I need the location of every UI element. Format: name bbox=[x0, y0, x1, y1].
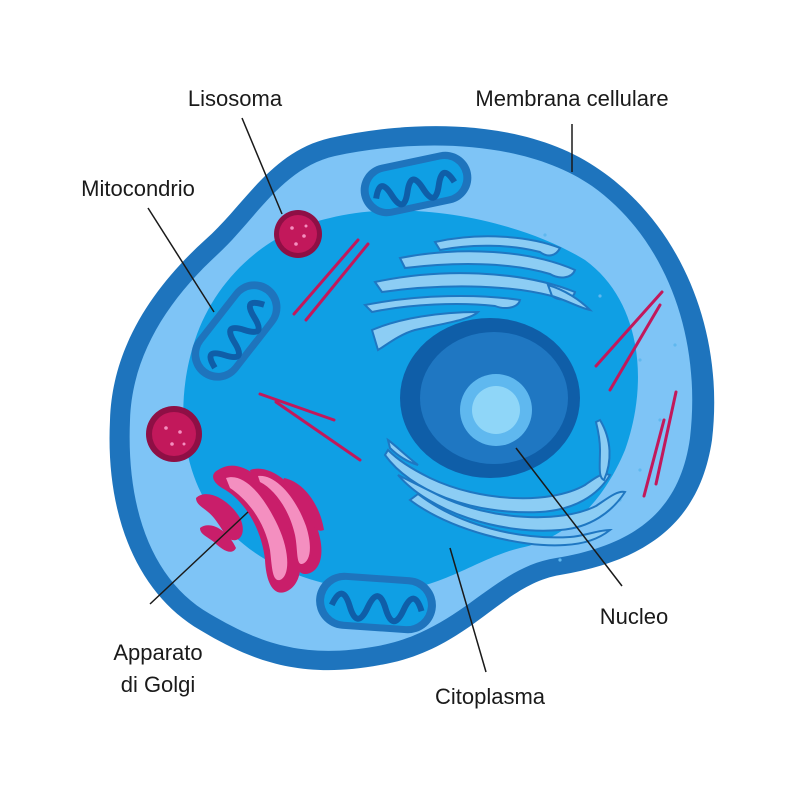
nucleolus bbox=[472, 386, 520, 434]
mitochondrion-top bbox=[360, 151, 472, 217]
mitochondrion-bottom bbox=[316, 572, 436, 634]
label-apparato: Apparato bbox=[113, 640, 202, 665]
er-upper bbox=[362, 235, 594, 352]
mitochondrion-left bbox=[191, 281, 281, 381]
label-lisosoma: Lisosoma bbox=[188, 86, 283, 111]
leader-lines bbox=[147, 117, 623, 673]
lysosome-top bbox=[274, 210, 322, 258]
leader-lisosoma bbox=[241, 117, 283, 215]
label-citoplasma: Citoplasma bbox=[435, 684, 546, 709]
label-nucleo: Nucleo bbox=[600, 604, 668, 629]
lysosome-left bbox=[146, 406, 202, 462]
leader-citoplasma bbox=[449, 547, 487, 673]
label-di-golgi: di Golgi bbox=[121, 672, 196, 697]
label-membrana-cellulare: Membrana cellulare bbox=[475, 86, 668, 111]
leader-golgi bbox=[149, 511, 249, 605]
label-mitocondrio: Mitocondrio bbox=[81, 176, 195, 201]
leader-nucleo bbox=[515, 447, 623, 587]
golgi-apparatus bbox=[196, 465, 324, 593]
cytoskeleton-filaments bbox=[258, 238, 678, 498]
leader-mitocondrio bbox=[147, 207, 215, 313]
